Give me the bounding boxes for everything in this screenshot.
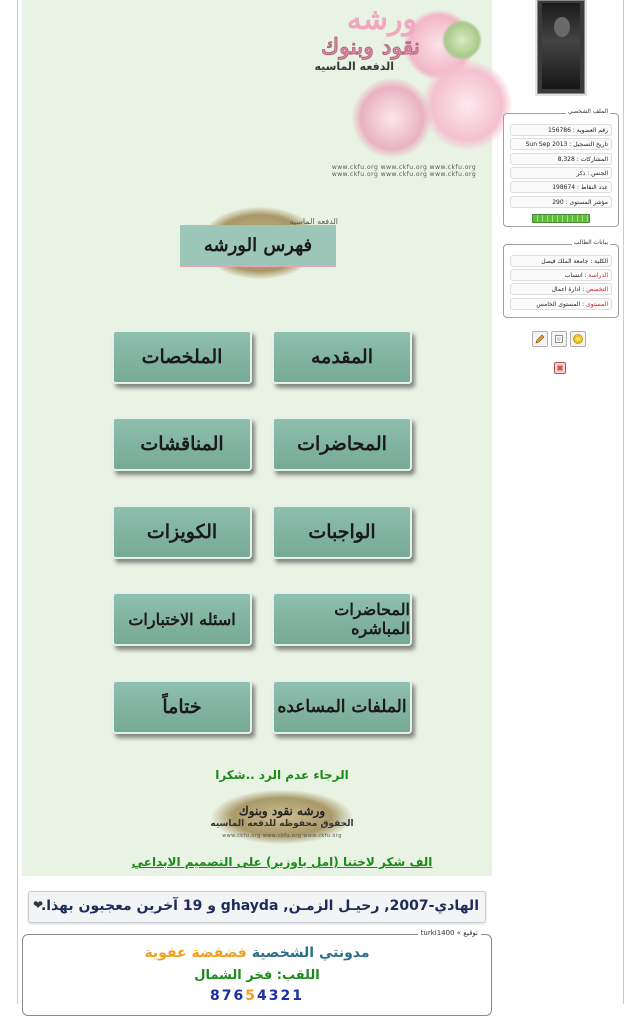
banner-url-line: www.ckfu.org www.ckfu.org www.ckfu.org [331,164,477,171]
frame-border-left [17,0,18,1004]
profile-value: Sun Sep 2013 [525,141,568,148]
student-key: التخصص [586,286,608,293]
summaries-button[interactable]: الملخصات [112,330,252,384]
student-value: المستوى الخامس [536,301,581,308]
level-progress-bar [532,214,590,223]
flower-decoration [422,60,512,150]
student-row: الدراسة : انتساب [510,269,612,281]
student-value: جامعة الملك فيصل [541,258,589,265]
edit-icon[interactable] [532,331,548,347]
profile-value: ذكر [576,170,586,177]
workshop-banner: ورشه نقود وبنوك الدفعه الماسيه www.ckfu.… [292,0,512,180]
profile-row: الجنس : ذكر [510,167,612,179]
avatar-image [542,3,580,89]
student-row: التخصص : ادارة اعمال [510,283,612,295]
medal-icon[interactable] [570,331,586,347]
note-icon[interactable] [551,331,567,347]
profile-value: 198674 [552,184,576,191]
signature-digits: 87654321 [23,988,491,1004]
profile-row: المشاركات : 8,328 [510,153,612,165]
profile-box: الملف الشخصي رقم العضوية : 156786 تاريخ … [503,108,619,227]
signature-digit: 4 [257,988,269,1004]
assignments-button[interactable]: الواجبات [272,505,412,559]
profile-key: المشاركات [580,156,608,163]
signature-digit: 7 [221,988,234,1004]
live-lectures-button[interactable]: المحاضرات المباشره [272,592,412,646]
banner-url-line: www.ckfu.org www.ckfu.org www.ckfu.org [331,171,477,178]
credit-logo: ورشه نقود وبنوك الحقوق محفوظه للدفعه الم… [202,790,362,846]
banner-tagline: الدفعه الماسيه [314,60,394,73]
profile-row: رقم العضوية : 156786 [510,124,612,136]
student-value: انتساب [564,272,583,279]
student-box: بيانات الطالب الكلية : جامعة الملك فيصل … [503,239,619,318]
index-small-label: الدفعه الماسيه [289,217,338,226]
profile-row: تاريخ التسجيل : Sun Sep 2013 [510,138,612,150]
student-key: المستوى [586,301,608,308]
profile-legend: الملف الشخصي [566,108,610,115]
credit-url: www.ckfu.org www.ckfu.org www.ckfu.org [222,833,342,839]
helper-files-button[interactable]: الملفات المساعده [272,680,412,734]
conclusion-button[interactable]: ختاماً [112,680,252,734]
student-key: الدراسة [588,272,608,279]
signature-title: اللقب: فخر الشمال [194,968,320,983]
profile-key: عدد النقاط [580,184,608,191]
banner-title: ورشه [346,2,417,37]
profile-value: 290 [552,199,564,206]
index-title: فهرس الورشه [180,225,336,267]
banner-subtitle: نقود وبنوك [321,34,420,60]
no-reply-notice: الرجاء عدم الرد ..شكرا [215,768,349,782]
post-content: ورشه نقود وبنوك الدفعه الماسيه www.ckfu.… [22,0,512,876]
signature-blog[interactable]: مدونتي الشخصية فضفضة عفوية [23,945,491,961]
profile-value: 156786 [548,127,571,134]
student-key: الكلية [594,258,608,265]
report-icon[interactable] [554,362,566,374]
profile-row: مؤشر المستوى : 290 [510,196,612,208]
intro-button[interactable]: المقدمه [272,330,412,384]
profile-row: عدد النقاط : 198674 [510,181,612,193]
student-legend: بيانات الطالب [571,239,610,246]
level-progress-fill [533,215,589,222]
student-row: المستوى : المستوى الخامس [510,298,612,310]
avatar[interactable] [537,0,585,94]
money-decoration [212,790,352,844]
leaf-decoration [442,20,482,60]
quizzes-button[interactable]: الكويزات [112,505,252,559]
discussions-button[interactable]: المناقشات [112,417,252,471]
signature-blog-label: مدونتي الشخصية [251,945,370,961]
designer-thanks: الف شكر لاختنا (امل باوزير) على التصميم … [131,855,433,869]
heart-icon[interactable]: ❤ [33,898,44,912]
flower-decoration [352,78,432,158]
profile-key: تاريخ التسجيل [573,141,608,148]
exam-questions-button[interactable]: اسئله الاختبارات [112,592,252,646]
likes-bar: ❤ الهادي-2007, رحيـل الزمـن, ghayda و 19… [28,891,486,923]
frame-border-right [623,0,624,1004]
index-header: الدفعه الماسيه فهرس الورشه [180,205,340,283]
signature-digit: 2 [280,988,293,1004]
credit-rights: الحقوق محفوظه للدفعه الماسيه [210,819,354,829]
signature-digit: 6 [233,988,246,1004]
avatar-face [554,17,570,37]
signature-digit: 5 [245,988,257,1004]
profile-value: 8,328 [557,156,575,163]
credit-title: ورشه نقود وبنوك [238,804,326,818]
signature-blog-name: فضفضة عفوية [144,945,247,961]
signature-digit: 1 [292,988,304,1004]
signature-legend: توقيع » turki1400 [417,929,481,937]
profile-key: رقم العضوية [576,127,608,134]
student-row: الكلية : جامعة الملك فيصل [510,255,612,267]
student-value: ادارة اعمال [551,286,581,293]
lectures-button[interactable]: المحاضرات [272,417,412,471]
profile-key: مؤشر المستوى [569,199,608,206]
likes-text[interactable]: الهادي-2007, رحيـل الزمـن, ghayda و 19 آ… [40,898,479,914]
profile-key: الجنس [591,170,608,177]
signature-digit: 3 [268,988,281,1004]
signature-digit: 8 [210,988,222,1004]
